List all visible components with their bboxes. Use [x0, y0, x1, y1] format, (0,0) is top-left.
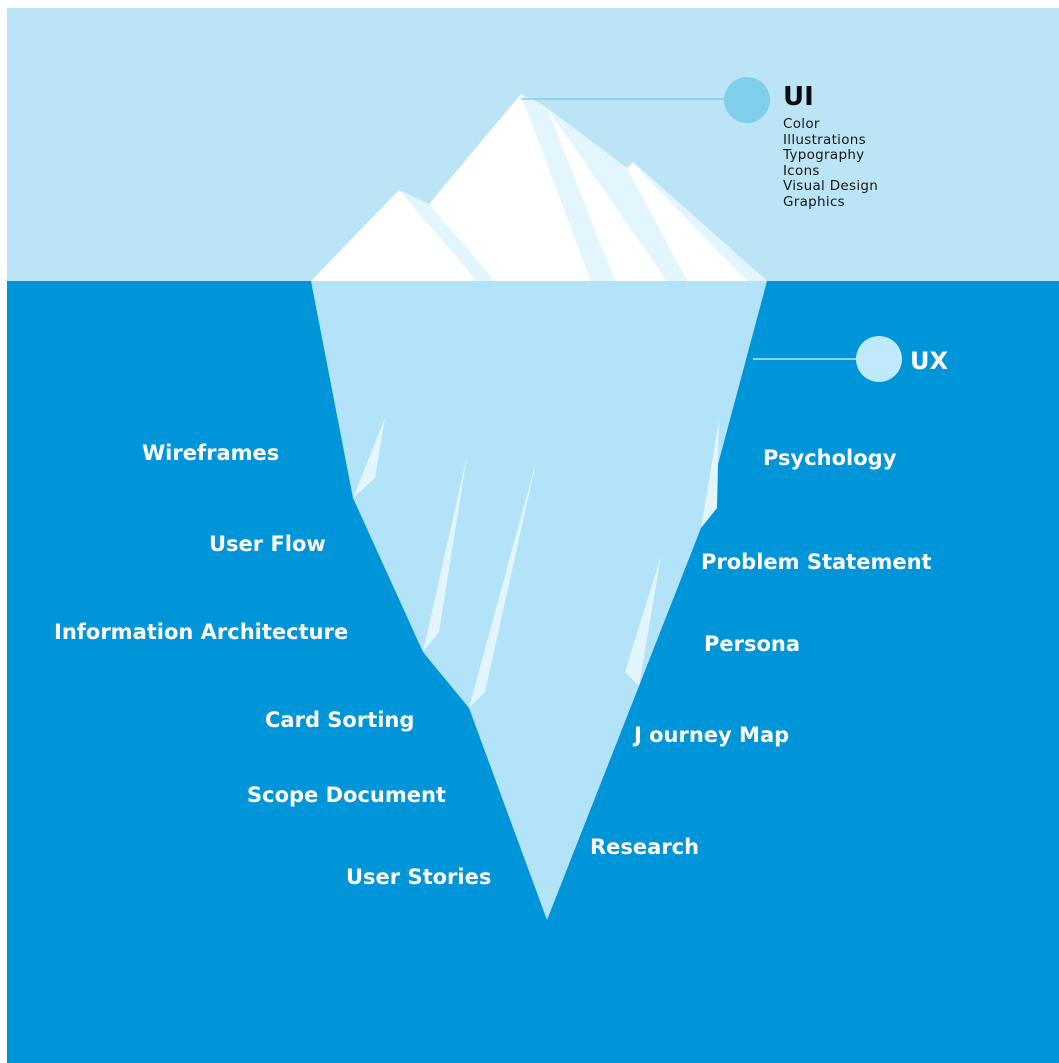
ux-label-card-sorting: Card Sorting — [265, 708, 415, 732]
iceberg-diagram: UI Color Illustrations Typography Icons … — [7, 8, 1059, 1063]
ui-item-visual-design: Visual Design — [783, 178, 879, 194]
ux-label-wireframes: Wireframes — [142, 441, 280, 465]
ice-highlight-1 — [353, 418, 385, 498]
ice-highlight-2 — [423, 456, 467, 652]
tip-shade-4 — [399, 190, 495, 281]
ice-highlight-3 — [469, 458, 537, 708]
ice-highlight-4 — [625, 556, 661, 686]
ux-marker-circle — [856, 336, 902, 382]
ux-label-information-architecture: Information Architecture — [54, 620, 349, 644]
ui-item-list: Color Illustrations Typography Icons Vis… — [783, 116, 879, 210]
ux-label-user-flow: User Flow — [209, 532, 326, 556]
ux-label-psychology: Psychology — [763, 446, 897, 470]
tip-shade-1 — [521, 94, 615, 281]
ui-item-graphics: Graphics — [783, 193, 846, 210]
ux-heading: UX — [910, 347, 948, 375]
tip-shade-2 — [547, 108, 687, 281]
ux-label-journey-map: J ourney Map — [634, 723, 790, 747]
ux-label-user-stories: User Stories — [346, 865, 492, 889]
ui-item-icons: Icons — [783, 162, 820, 179]
ux-label-research: Research — [590, 835, 700, 859]
ui-item-typography: Typography — [783, 147, 865, 163]
ui-marker-circle — [724, 77, 770, 123]
ui-item-illustrations: Illustrations — [783, 131, 866, 148]
ux-label-scope-document: Scope Document — [247, 783, 446, 807]
ux-label-persona: Persona — [704, 632, 801, 656]
iceberg-graphic — [311, 77, 902, 920]
ui-item-color: Color — [783, 116, 820, 132]
ux-label-problem-statement: Problem Statement — [701, 550, 932, 574]
ice-highlight-5 — [701, 420, 719, 528]
iceberg-underwater — [311, 281, 767, 920]
tip-shade-3 — [633, 162, 767, 281]
ui-heading: UI — [783, 82, 814, 112]
